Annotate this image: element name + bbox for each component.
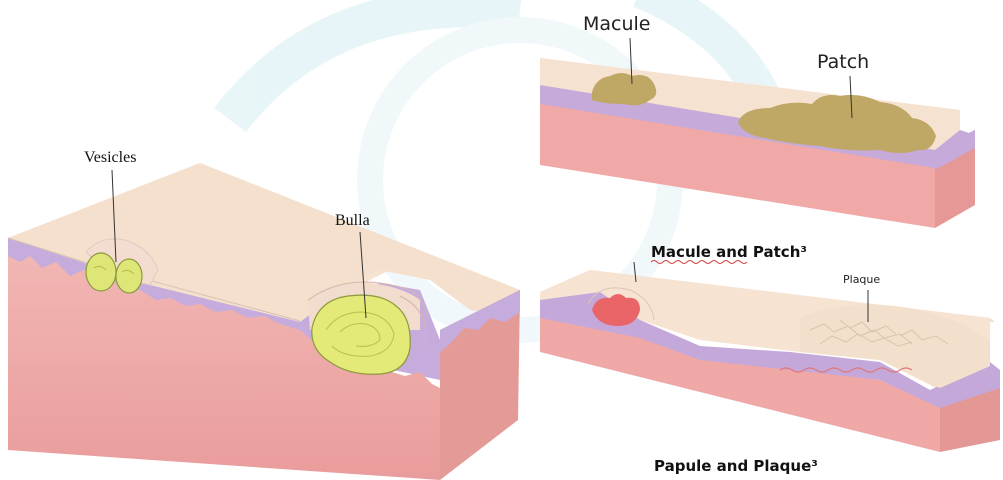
caption-macule-patch: Macule and Patch³ xyxy=(651,243,807,261)
caption-papule-plaque: Papule and Plaque³ xyxy=(654,457,818,475)
label-bulla: Bulla xyxy=(335,212,370,229)
label-vesicles: Vesicles xyxy=(84,149,136,166)
label-plaque: Plaque xyxy=(843,273,880,286)
vesicle-right xyxy=(116,259,142,293)
label-patch: Patch xyxy=(817,51,869,73)
vesicle-left xyxy=(86,253,116,291)
label-macule: Macule xyxy=(583,13,651,35)
papule-plaque-diagram: Plaque Papule and Plaque³ xyxy=(540,262,1000,475)
